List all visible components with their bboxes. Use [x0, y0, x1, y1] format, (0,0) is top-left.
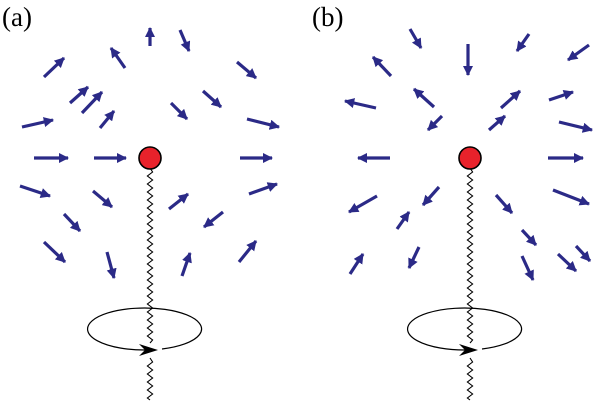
rotation-ellipse-icon: [87, 307, 203, 351]
rotation-ellipse-icon: [407, 307, 523, 351]
field-arrow-icon: [499, 89, 522, 110]
field-arrow-icon: [348, 194, 378, 214]
field-arrow-icon: [494, 193, 514, 215]
field-arrow-icon: [42, 56, 66, 79]
field-arrow-icon: [237, 239, 258, 264]
field-arrow-icon: [178, 29, 191, 52]
field-arrow-icon: [109, 47, 127, 69]
field-arrow-icon: [515, 33, 531, 52]
field-arrow-icon: [80, 90, 104, 115]
field-arrow-icon: [574, 244, 592, 263]
field-arrow-icon: [412, 87, 436, 109]
field-arrow-icon: [62, 212, 82, 233]
field-arrow-icon: [558, 120, 593, 133]
field-arrow-icon: [68, 85, 90, 105]
wavy-string-icon: [146, 167, 154, 344]
field-arrow-icon: [487, 114, 507, 132]
field-arrow-icon: [567, 43, 590, 62]
field-arrow-icon: [169, 101, 189, 121]
field-arrow-icon: [344, 98, 377, 110]
field-arrow-icon: [42, 240, 67, 264]
wavy-string-lower-icon: [146, 357, 154, 401]
field-arrow-icon: [248, 182, 278, 196]
field-arrow-icon: [21, 117, 54, 129]
field-arrow-icon: [520, 255, 535, 281]
wavy-string-lower-icon: [466, 357, 474, 401]
rotation-arrowhead-icon: [459, 344, 478, 356]
field-arrow-icon: [421, 185, 441, 207]
field-arrow-icon: [91, 189, 114, 209]
field-arrow-icon: [19, 184, 51, 198]
field-arrow-icon: [371, 55, 393, 78]
field-arrow-icon: [556, 252, 578, 273]
field-arrow-icon: [348, 253, 365, 275]
panel-a: [19, 26, 280, 401]
panel-label-a: (a): [2, 2, 32, 32]
field-arrow-icon: [548, 90, 574, 102]
field-arrow-icon: [235, 60, 258, 80]
rotation-arrowhead-icon: [139, 344, 158, 356]
field-arrow-icon: [408, 28, 423, 49]
panel-label-b: (b): [312, 2, 344, 32]
field-arrow-icon: [168, 192, 189, 211]
field-arrow-icon: [180, 252, 192, 277]
field-arrow-icon: [520, 228, 538, 247]
panel-b: [344, 28, 593, 401]
field-arrow-icon: [98, 109, 116, 130]
field-arrow-icon: [201, 89, 223, 109]
wavy-string-icon: [466, 167, 474, 344]
field-arrow-icon: [105, 251, 117, 279]
charge-ball-icon: [458, 146, 482, 170]
field-arrow-icon: [203, 210, 224, 229]
field-arrow-icon: [426, 114, 444, 132]
field-arrow-icon: [407, 246, 421, 269]
field-arrow-icon: [552, 188, 590, 206]
field-arrow-icon: [395, 211, 411, 230]
charge-ball-icon: [138, 146, 162, 170]
field-arrow-icon: [246, 117, 280, 130]
